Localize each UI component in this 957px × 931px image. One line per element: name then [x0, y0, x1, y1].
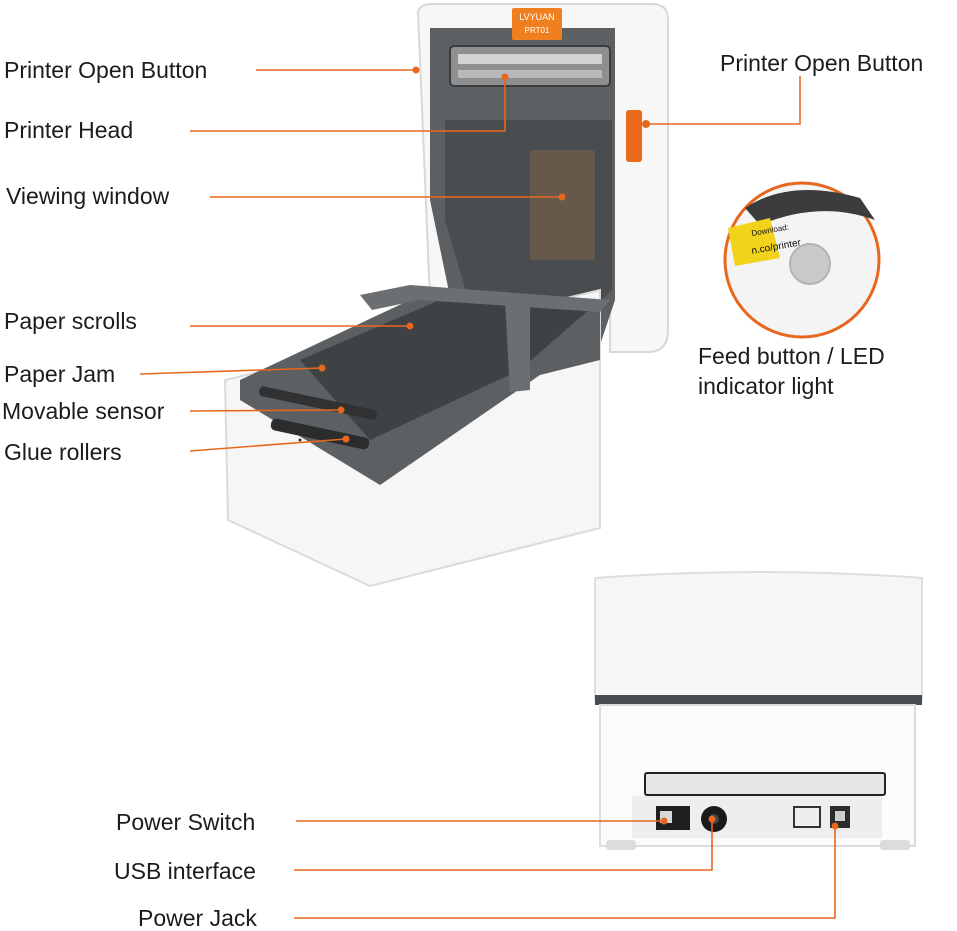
feed-button-led	[789, 243, 831, 285]
rear-printer-illustration	[594, 571, 923, 850]
label-viewing-window: Viewing window	[6, 183, 170, 209]
callout-dots	[318, 66, 839, 830]
label-movable-sensor: Movable sensor	[2, 398, 165, 424]
label-feed-button-line2: indicator light	[698, 373, 834, 399]
open-button-right	[626, 110, 642, 162]
printer-head	[449, 45, 611, 87]
open-printer-illustration: LVYUAN PRT01	[223, 3, 669, 588]
callout-line-paper-jam	[139, 367, 323, 375]
callout-lines	[139, 69, 836, 919]
viewing-window	[530, 150, 595, 260]
label-feed-button-line1: Feed button / LED	[698, 343, 885, 369]
svg-text:LVYUAN: LVYUAN	[519, 12, 554, 22]
callout-line-glue-rollers	[189, 438, 347, 452]
label-power-jack: Power Jack	[138, 905, 257, 931]
feed-button-zoom: Download: n.co/printer	[723, 181, 881, 339]
lid-sticker	[512, 8, 562, 40]
svg-text:PRT01: PRT01	[525, 26, 550, 35]
callout-line-movable-sensor	[189, 409, 342, 412]
callout-line-printer-head	[190, 77, 506, 132]
label-printer-head: Printer Head	[4, 117, 134, 143]
label-power-switch: Power Switch	[116, 809, 256, 835]
callout-line-usb-interface	[294, 819, 713, 871]
label-glue-rollers: Glue rollers	[4, 439, 122, 465]
label-printer-open-button-right: Printer Open Button	[720, 50, 924, 76]
callout-line-power-jack	[294, 826, 836, 919]
label-printer-open-button-left: Printer Open Button	[4, 57, 208, 83]
callout-line-open-button-right	[643, 76, 801, 125]
label-paper-jam: Paper Jam	[4, 361, 116, 387]
label-paper-scrolls: Paper scrolls	[4, 308, 137, 334]
label-usb-interface: USB interface	[114, 858, 256, 884]
